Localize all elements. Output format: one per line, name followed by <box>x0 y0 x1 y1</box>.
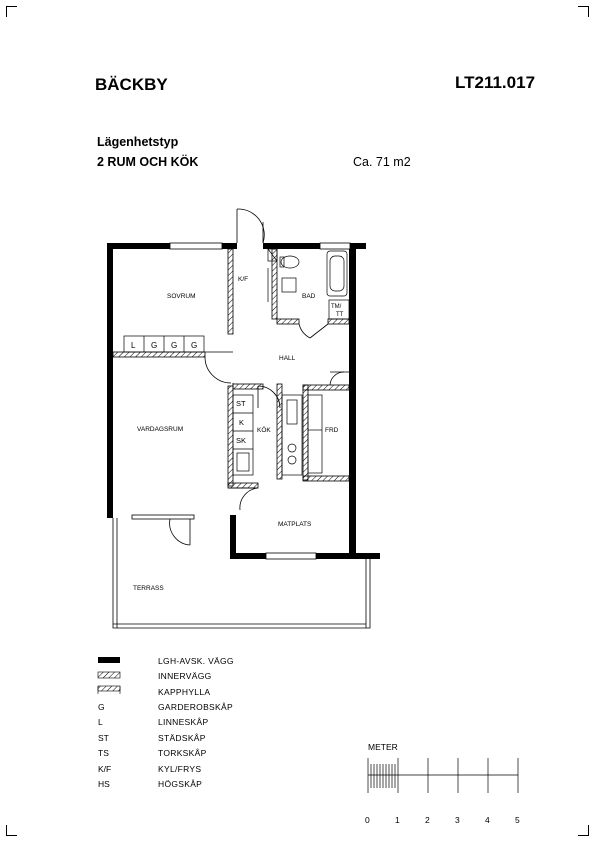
legend-item-cleaning: ST STÄDSKÅP <box>98 732 298 746</box>
plan-code: LT211.017 <box>455 73 536 92</box>
tt-label: TT <box>336 312 344 318</box>
legend-symbol-inner-wall <box>97 671 121 679</box>
room-label-frd: FRD <box>325 427 339 434</box>
wardrobe-g3-label: G <box>191 341 197 350</box>
apartment-area: Ca. 71 m2 <box>353 155 411 169</box>
legend-label: STÄDSKÅP <box>158 733 206 743</box>
wardrobe-l-label: L <box>131 341 136 350</box>
legend-label: TORKSKÅP <box>158 748 207 758</box>
tm-label: TM/ <box>331 304 342 310</box>
legend-item-drying: TS TORKSKÅP <box>98 747 298 761</box>
inner-walls <box>112 248 350 489</box>
cabinet-k-label: K <box>239 418 244 427</box>
scale-tick-1: 1 <box>395 815 400 825</box>
cabinet-sk-label: SK <box>236 436 246 445</box>
legend-label: LINNESKÅP <box>158 717 209 727</box>
doors <box>169 208 349 546</box>
legend-item-inner-wall: INNERVÄGG <box>98 670 298 684</box>
legend-symbol-solid-wall <box>98 657 120 663</box>
cabinet-st-label: ST <box>236 399 246 408</box>
legend-symbol: G <box>98 702 105 712</box>
legend-label: GARDEROBSKÅP <box>158 702 233 712</box>
legend-item-hat-shelf: KAPPHYLLA <box>98 686 298 700</box>
legend-symbol: ST <box>98 733 109 743</box>
terrace-outline <box>112 518 371 629</box>
apartment-type-value: 2 RUM OCH KÖK <box>97 155 199 169</box>
legend-symbol: K/F <box>98 764 112 774</box>
crop-mark-top-left <box>6 6 17 17</box>
legend-symbol: L <box>98 717 103 727</box>
room-label-terrass: TERRASS <box>133 585 164 592</box>
legend-symbol: TS <box>98 748 109 758</box>
room-label-kf: K/F <box>238 276 248 283</box>
legend-label: KAPPHYLLA <box>158 687 211 697</box>
scale-tick-5: 5 <box>515 815 520 825</box>
room-label-kok: KÖK <box>257 426 271 434</box>
scale-tick-3: 3 <box>455 815 460 825</box>
legend-label: KYL/FRYS <box>158 764 202 774</box>
wardrobe-g2-label: G <box>171 341 177 350</box>
wardrobes <box>123 335 205 353</box>
legend-item-wardrobe: G GARDEROBSKÅP <box>98 701 298 715</box>
legend-item-tall-cabinet: HS HÖGSKÅP <box>98 778 298 792</box>
legend-item-fridge: K/F KYL/FRYS <box>98 763 298 777</box>
scale-bar <box>367 758 519 793</box>
legend-symbol: HS <box>98 779 110 789</box>
scale-tick-2: 2 <box>425 815 430 825</box>
scale-tick-0: 0 <box>365 815 370 825</box>
area-name: BÄCKBY <box>95 75 168 94</box>
bathroom-fixtures <box>267 248 350 320</box>
legend-label: HÖGSKÅP <box>158 779 203 789</box>
room-label-bad: BAD <box>302 293 316 300</box>
scale-title: METER <box>368 742 398 752</box>
wardrobe-g1-label: G <box>151 341 157 350</box>
room-label-matplats: MATPLATS <box>278 521 312 528</box>
apartment-type-label: Lägenhetstyp <box>97 135 179 149</box>
room-label-sovrum: SOVRUM <box>167 293 196 300</box>
scale-tick-4: 4 <box>485 815 490 825</box>
crop-mark-bottom-right <box>578 825 589 836</box>
crop-mark-top-right <box>578 6 589 17</box>
legend-label: LGH-AVSK. VÄGG <box>158 656 234 666</box>
legend-item-solid-wall: LGH-AVSK. VÄGG <box>98 655 298 669</box>
crop-mark-bottom-left <box>6 825 17 836</box>
windows <box>131 242 351 560</box>
kitchen-cabinets <box>232 394 323 476</box>
room-label-hall: HALL <box>279 355 296 362</box>
legend-item-linen: L LINNESKÅP <box>98 716 298 730</box>
legend-symbol-hat-shelf <box>97 685 121 694</box>
legend-label: INNERVÄGG <box>158 671 212 681</box>
room-label-vardagsrum: VARDAGSRUM <box>137 426 183 433</box>
